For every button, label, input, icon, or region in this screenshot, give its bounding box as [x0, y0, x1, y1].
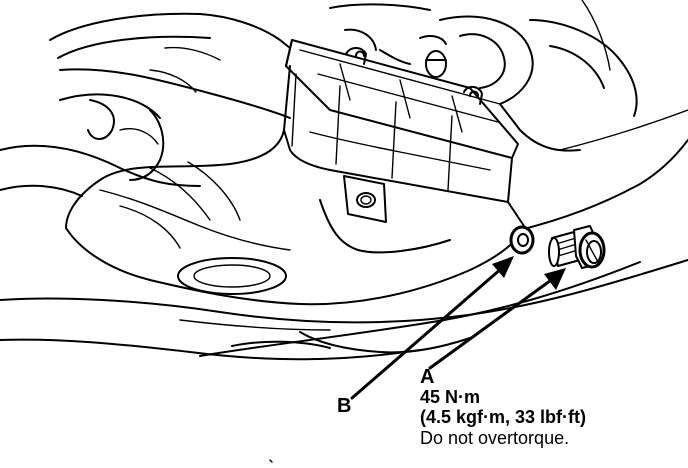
leader-line-b — [350, 256, 514, 400]
torque-spec-alt-units: (4.5 kgf·m, 33 lbf·ft) — [420, 407, 587, 427]
drain-bolt-icon — [548, 225, 606, 269]
callout-label-b: B — [337, 395, 352, 417]
oil-pan-body — [65, 65, 525, 306]
torque-spec: 45 N·m — [420, 387, 481, 407]
engine-block-upper-left — [0, 12, 301, 197]
scan-artifact — [269, 459, 273, 463]
stiffener-bracket — [285, 39, 519, 159]
leader-line-a — [428, 268, 566, 370]
torque-warning-note: Do not overtorque. — [420, 428, 570, 448]
engine-block-upper-right — [329, 0, 638, 152]
lower-subframe — [0, 109, 688, 361]
sealing-washer-icon — [509, 225, 535, 255]
callout-label-a: A — [420, 366, 435, 388]
